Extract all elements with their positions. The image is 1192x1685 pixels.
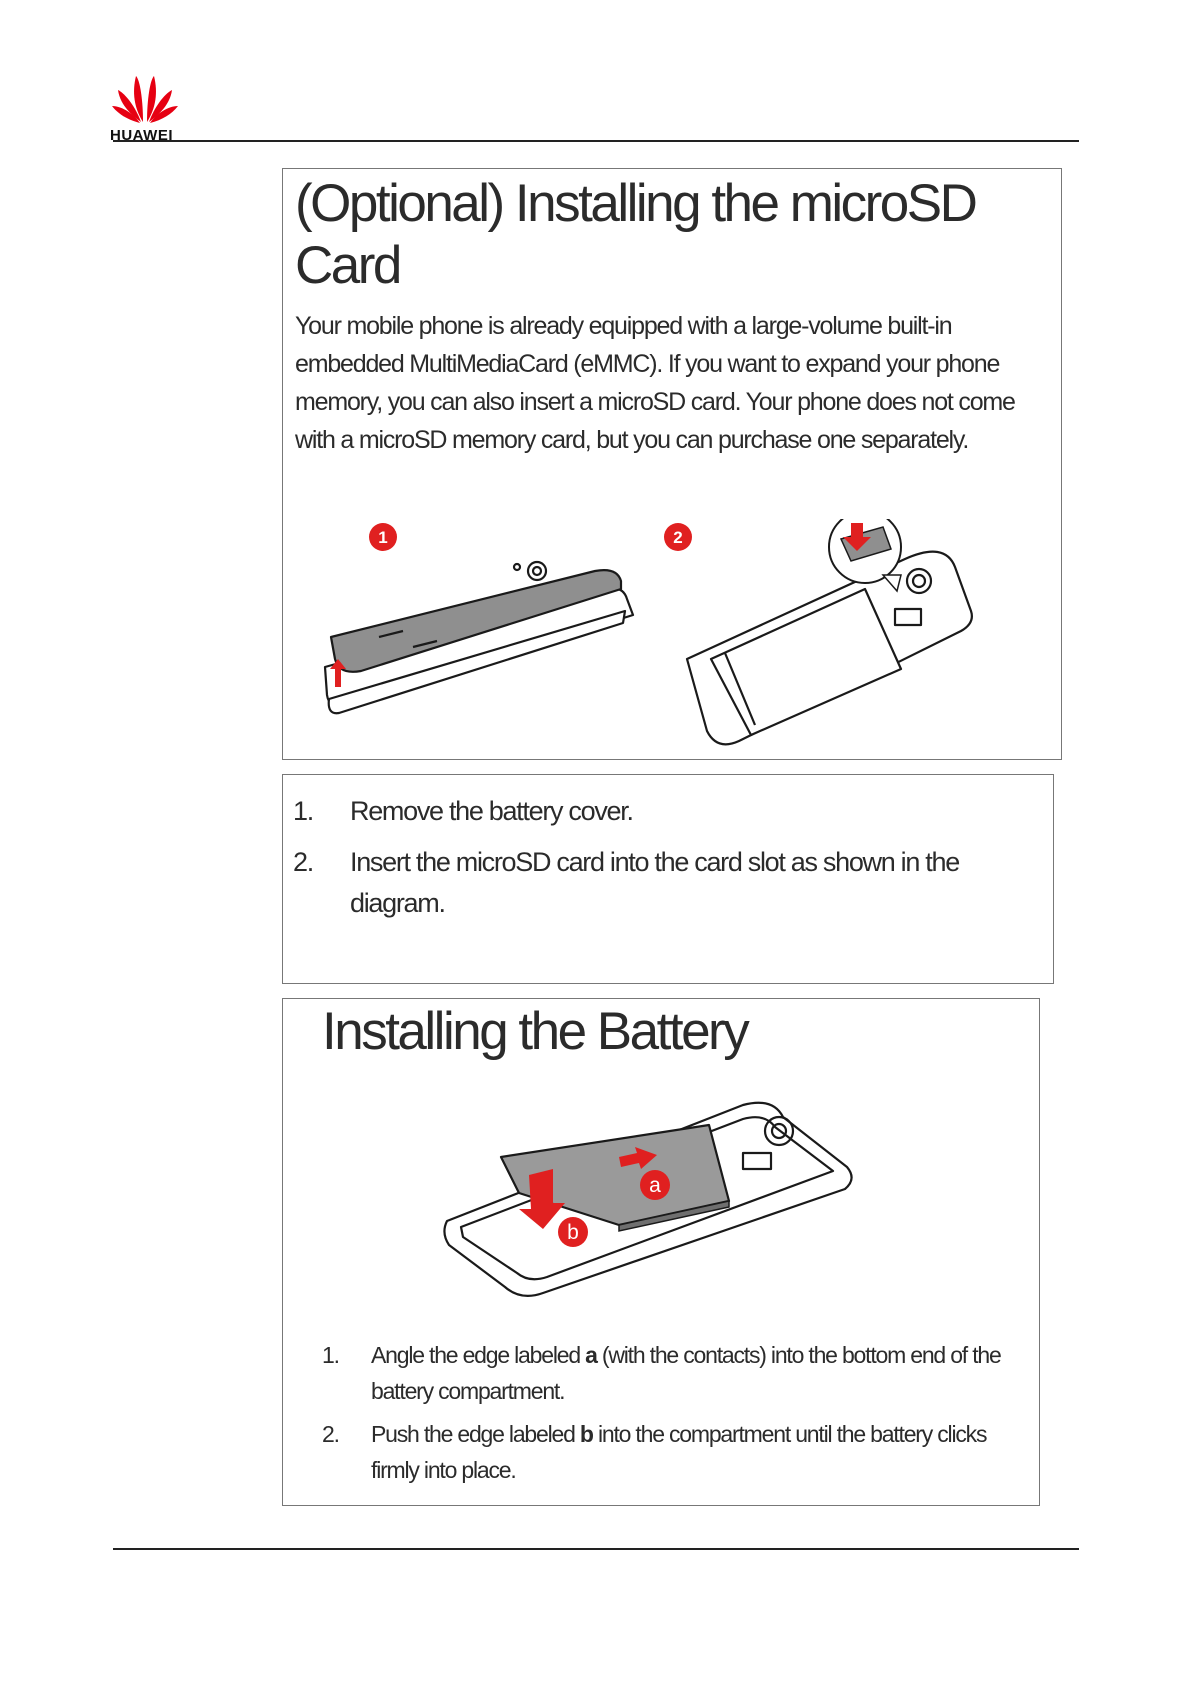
microsd-figure: 1 2 xyxy=(323,519,973,746)
microsd-section: (Optional) Installing the microSD Card Y… xyxy=(282,168,1062,760)
huawei-logo: HUAWEI xyxy=(110,70,186,144)
battery-steps-list: 1. Angle the edge labeled a (with the co… xyxy=(322,1337,1012,1495)
step-text: Remove the battery cover. xyxy=(350,796,634,826)
brand-name: HUAWEI xyxy=(110,127,173,144)
phone-open-illustration xyxy=(685,550,973,746)
microsd-steps-section: 1. Remove the battery cover. 2. Insert t… xyxy=(282,774,1054,984)
step-number: 2. xyxy=(322,1421,340,1447)
header-divider xyxy=(113,140,1079,142)
list-item: 1. Angle the edge labeled a (with the co… xyxy=(322,1337,1012,1409)
phone-cover-illustration xyxy=(323,560,635,715)
svg-text:2: 2 xyxy=(673,528,682,547)
list-item: 2. Insert the microSD card into the card… xyxy=(293,842,1023,924)
svg-text:b: b xyxy=(567,1221,579,1244)
microsd-steps-list: 1. Remove the battery cover. 2. Insert t… xyxy=(293,791,1023,934)
battery-figure: a b xyxy=(443,1101,853,1298)
step-text-pre: Push the edge labeled xyxy=(371,1421,580,1447)
battery-section: Installing the Battery a b 1. Angle the … xyxy=(282,998,1040,1506)
list-item: 1. Remove the battery cover. xyxy=(293,791,1023,832)
label-b-badge: b xyxy=(558,1217,588,1247)
step-number: 2. xyxy=(293,847,314,877)
svg-text:1: 1 xyxy=(378,528,387,547)
step-text: Insert the microSD card into the card sl… xyxy=(350,847,960,918)
step-text-post: into the compartment until the battery c… xyxy=(371,1421,987,1483)
list-item: 2. Push the edge labeled b into the comp… xyxy=(322,1416,1012,1488)
intro-paragraph: Your mobile phone is already equipped wi… xyxy=(295,312,1016,454)
lift-arrow-icon xyxy=(330,659,346,687)
label-a-badge: a xyxy=(640,1170,670,1200)
insert-arrow-icon xyxy=(843,523,871,551)
slide-arrow-icon xyxy=(619,1147,657,1169)
section-title-microsd: (Optional) Installing the microSD Card xyxy=(295,174,978,295)
push-arrow-icon xyxy=(519,1169,565,1229)
svg-text:a: a xyxy=(649,1174,661,1197)
callout-zoom xyxy=(828,519,902,593)
step-text-bold: a xyxy=(585,1342,598,1368)
step-2-badge: 2 xyxy=(664,523,692,551)
huawei-petals-icon xyxy=(112,76,178,123)
step-text-post: (with the contacts) into the bottom end … xyxy=(371,1342,1002,1404)
section-title-battery: Installing the Battery xyxy=(322,1002,750,1061)
step-1-badge: 1 xyxy=(369,523,397,551)
step-number: 1. xyxy=(293,796,314,826)
step-number: 1. xyxy=(322,1342,340,1368)
footer-divider xyxy=(113,1548,1079,1550)
step-text-bold: b xyxy=(579,1421,594,1447)
step-text-pre: Angle the edge labeled xyxy=(371,1342,586,1368)
